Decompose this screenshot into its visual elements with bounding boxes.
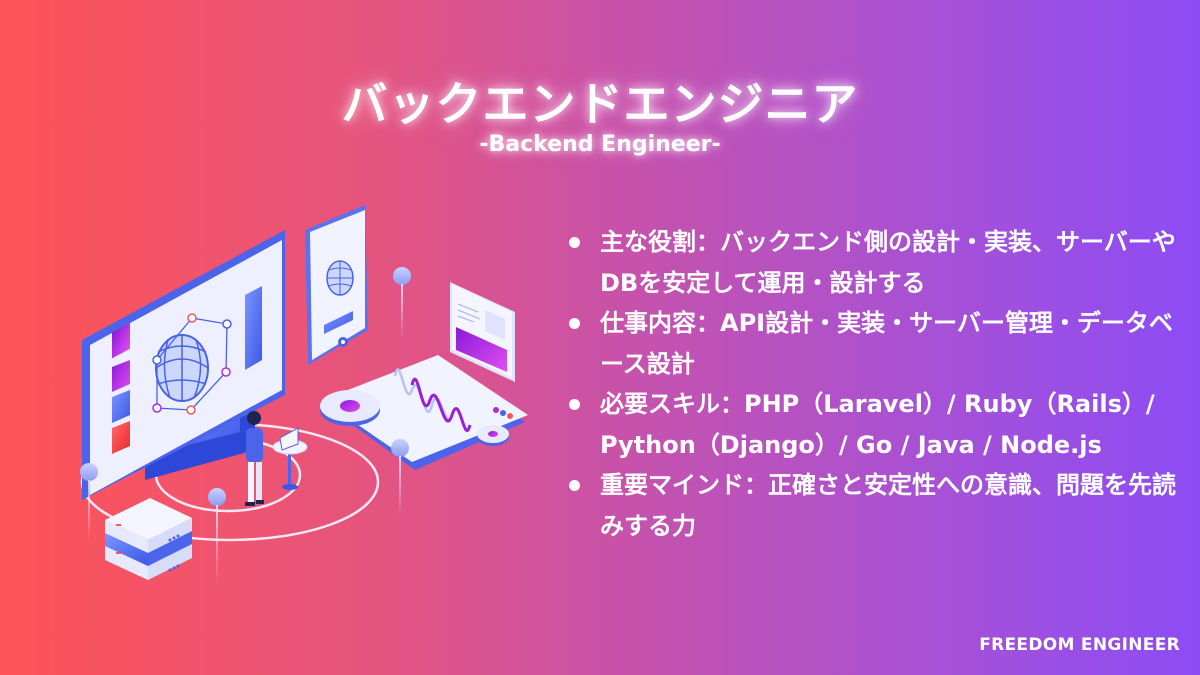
globe-network-icon — [152, 313, 232, 415]
list-item-text: 必要スキル：PHP（Laravel）/ Ruby（Rails）/ Python（… — [600, 390, 1155, 459]
bullet-icon — [569, 480, 580, 491]
list-item-text: 重要マインド：正確さと安定性への意識、問題を先読みする力 — [600, 471, 1176, 540]
page-subtitle: -Backend Engineer- — [479, 132, 721, 157]
list-item: 必要スキル：PHP（Laravel）/ Ruby（Rails）/ Python（… — [566, 384, 1186, 465]
pin-icons — [80, 267, 411, 585]
gear-icon — [320, 390, 509, 446]
page-title: バックエンドエンジニア — [341, 77, 859, 131]
backend-illustration — [80, 205, 528, 585]
person-icon — [245, 411, 264, 506]
list-item: 仕事内容：API設計・実装・サーバー管理・データベース設計 — [566, 303, 1186, 384]
bullet-icon — [569, 399, 580, 410]
list-item: 主な役割：バックエンド側の設計・実装、サーバーやDBを安定して運用・設計する — [566, 222, 1186, 303]
list-item-text: 仕事内容：API設計・実装・サーバー管理・データベース設計 — [600, 309, 1173, 378]
bullet-icon — [569, 237, 580, 248]
desk-laptop-icon — [272, 427, 308, 490]
waveform-panel-icon — [322, 355, 528, 470]
bullet-icon — [569, 318, 580, 329]
info-card-icon — [450, 282, 515, 382]
server-rack-icon — [105, 498, 192, 580]
feature-list: 主な役割：バックエンド側の設計・実装、サーバーやDBを安定して運用・設計する 仕… — [566, 222, 1186, 546]
smartphone-icon — [305, 205, 368, 365]
list-item: 重要マインド：正確さと安定性への意識、問題を先読みする力 — [566, 465, 1186, 546]
brand-logo-text: FREEDOM ENGINEER — [979, 635, 1180, 655]
list-item-text: 主な役割：バックエンド側の設計・実装、サーバーやDBを安定して運用・設計する — [600, 228, 1176, 297]
